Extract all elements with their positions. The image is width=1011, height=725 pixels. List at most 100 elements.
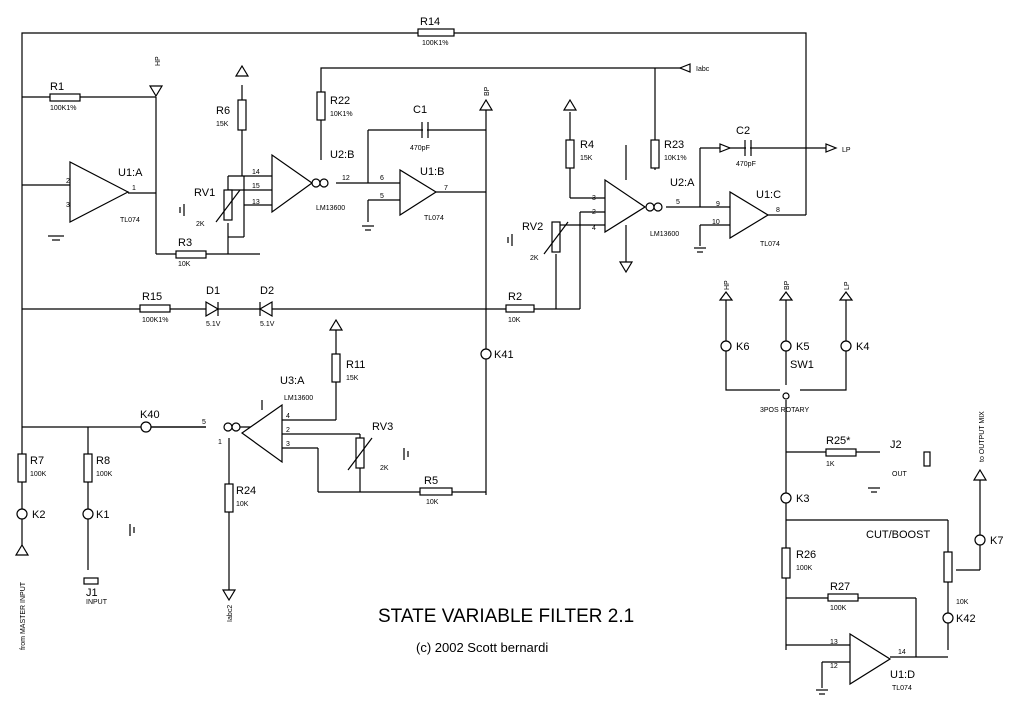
svg-text:5: 5 bbox=[380, 193, 384, 200]
svg-text:9: 9 bbox=[716, 201, 720, 208]
resistor-r7 bbox=[17, 453, 27, 483]
label-iabc2: Iabc2 bbox=[227, 605, 234, 622]
labels: R14 100K1% R1 100K1% R6 15K R22 10K1% C1… bbox=[20, 16, 1003, 692]
value-rv1: 2K bbox=[196, 221, 205, 228]
resistor-r26 bbox=[781, 547, 791, 579]
value-r1: 100K1% bbox=[50, 105, 76, 112]
resistor-r1 bbox=[49, 93, 81, 102]
svg-text:4: 4 bbox=[286, 413, 290, 420]
label-k5: K5 bbox=[796, 341, 809, 353]
label-u1a: U1:A bbox=[118, 167, 143, 179]
resistor-r23 bbox=[650, 139, 660, 169]
svg-text:13: 13 bbox=[830, 639, 838, 646]
testpoint-k5 bbox=[780, 340, 792, 352]
label-k40: K40 bbox=[140, 409, 160, 421]
name-j2: OUT bbox=[892, 471, 908, 478]
label-k2: K2 bbox=[32, 509, 45, 521]
label-rv2: RV2 bbox=[522, 221, 543, 233]
value-r25: 1K bbox=[826, 461, 835, 468]
label-r3: R3 bbox=[178, 237, 192, 249]
label-j2: J2 bbox=[890, 439, 902, 451]
label-cutboost: CUT/BOOST bbox=[866, 529, 930, 541]
svg-text:5: 5 bbox=[676, 199, 680, 206]
part-u1d: TL074 bbox=[892, 685, 912, 692]
svg-text:2: 2 bbox=[286, 427, 290, 434]
label-r15: R15 bbox=[142, 291, 162, 303]
value-rv2: 2K bbox=[530, 255, 539, 262]
value-rv3: 2K bbox=[380, 465, 389, 472]
capacitors bbox=[421, 122, 752, 156]
ota-u3a bbox=[240, 403, 283, 464]
resistor-r3 bbox=[175, 250, 207, 259]
resistor-r14 bbox=[417, 28, 455, 37]
lp-arrow bbox=[719, 143, 732, 153]
label-k42: K42 bbox=[956, 613, 976, 625]
value-r2: 10K bbox=[508, 317, 521, 324]
label-bp-top: BP bbox=[484, 86, 491, 96]
testpoint-k7 bbox=[974, 534, 986, 546]
svg-text:7: 7 bbox=[444, 185, 448, 192]
type-sw1: 3POS ROTARY bbox=[760, 407, 809, 414]
resistor-r27 bbox=[827, 593, 859, 602]
label-c2: C2 bbox=[736, 125, 750, 137]
label-bp-sw: BP bbox=[784, 280, 791, 290]
value-r14: 100K1% bbox=[422, 40, 448, 47]
value-r23: 10K1% bbox=[664, 155, 687, 162]
svg-text:2: 2 bbox=[592, 209, 596, 216]
svg-text:5: 5 bbox=[202, 419, 206, 426]
label-u3a: U3:A bbox=[280, 375, 305, 387]
label-sw1: SW1 bbox=[790, 359, 814, 371]
value-r27: 100K bbox=[830, 605, 847, 612]
value-r3: 10K bbox=[178, 261, 191, 268]
trimmer-rv1 bbox=[223, 189, 233, 221]
label-r23: R23 bbox=[664, 139, 684, 151]
value-r6: 15K bbox=[216, 121, 229, 128]
svg-text:14: 14 bbox=[898, 649, 906, 656]
label-k3: K3 bbox=[796, 493, 809, 505]
svg-text:6: 6 bbox=[380, 175, 384, 182]
label-lp-out: LP bbox=[842, 147, 851, 154]
label-u1d: U1:D bbox=[890, 669, 915, 681]
resistor-r2 bbox=[505, 304, 535, 313]
part-u1b: TL074 bbox=[424, 215, 444, 222]
label-k41: K41 bbox=[494, 349, 514, 361]
switch-sw1-pivot bbox=[782, 392, 790, 400]
label-rv3: RV3 bbox=[372, 421, 393, 433]
testpoint-k42 bbox=[942, 612, 954, 624]
label-r22: R22 bbox=[330, 95, 350, 107]
label-k1: K1 bbox=[96, 509, 109, 521]
label-hp-sw: HP bbox=[724, 280, 731, 290]
label-r5: R5 bbox=[424, 475, 438, 487]
resistor-r24 bbox=[224, 483, 234, 513]
testpoint-k1 bbox=[82, 508, 94, 520]
label-k6: K6 bbox=[736, 341, 749, 353]
label-k7: K7 bbox=[990, 535, 1003, 547]
testpoint-k3 bbox=[780, 492, 792, 504]
value-d1: 5.1V bbox=[206, 321, 221, 328]
value-d2: 5.1V bbox=[260, 321, 275, 328]
label-r27: R27 bbox=[830, 581, 850, 593]
label-hp-top: HP bbox=[155, 56, 162, 66]
svg-text:1: 1 bbox=[218, 439, 222, 446]
label-c1: C1 bbox=[413, 104, 427, 116]
testpoint-k40 bbox=[140, 421, 152, 433]
potentiometer-cutboost bbox=[943, 551, 953, 583]
label-r4: R4 bbox=[580, 139, 594, 151]
svg-text:15: 15 bbox=[252, 183, 260, 190]
test-points bbox=[16, 340, 986, 624]
testpoint-k2 bbox=[16, 508, 28, 520]
opamp-u1a bbox=[69, 161, 130, 223]
label-j1: J1 bbox=[86, 587, 98, 599]
value-r8: 100K bbox=[96, 471, 113, 478]
label-u1c: U1:C bbox=[756, 189, 781, 201]
label-r26: R26 bbox=[796, 549, 816, 561]
label-d2: D2 bbox=[260, 285, 274, 297]
value-r4: 15K bbox=[580, 155, 593, 162]
value-r22: 10K1% bbox=[330, 111, 353, 118]
testpoint-k41 bbox=[480, 348, 492, 360]
svg-text:3: 3 bbox=[286, 441, 290, 448]
resistor-r8 bbox=[83, 453, 93, 483]
label-r14: R14 bbox=[420, 16, 440, 28]
resistor-r22 bbox=[316, 91, 326, 121]
